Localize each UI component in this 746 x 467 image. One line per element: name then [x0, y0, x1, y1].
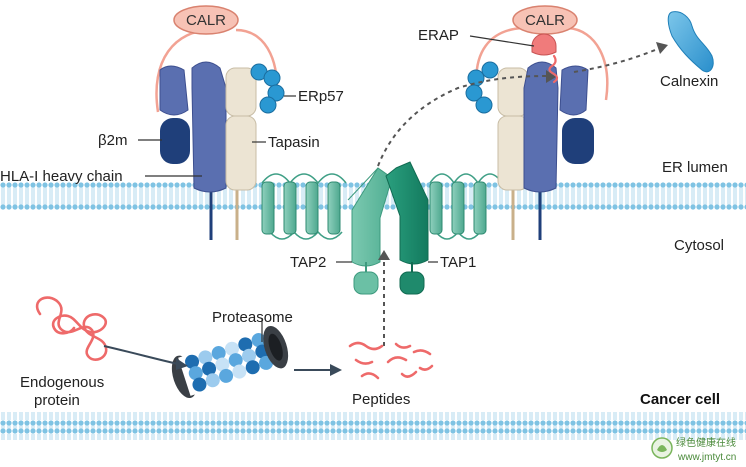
peptides-label: Peptides	[352, 391, 410, 408]
watermark: 绿色健康在线 www.jmtyt.cn	[651, 436, 736, 463]
calr-left	[173, 5, 239, 35]
proteasome	[171, 325, 289, 399]
tap-transporter	[336, 161, 438, 295]
erp57-right	[465, 61, 499, 114]
b2m-label: β2m	[98, 132, 127, 149]
tap1	[385, 161, 429, 265]
hla-heavy-chain-right	[523, 61, 559, 193]
peptides	[348, 341, 434, 380]
left-loading-complex: CALR	[138, 5, 296, 240]
endogenous-protein	[35, 296, 108, 361]
calnexin-label: Calnexin	[660, 73, 718, 90]
b2m-right	[562, 118, 594, 164]
peptide-in-groove	[548, 54, 559, 84]
erap-label: ERAP	[418, 27, 459, 44]
tap2-nbd	[353, 271, 379, 295]
peptide-transport-arrows	[377, 42, 668, 346]
endogenous-protein-label-line1: Endogenous	[20, 374, 104, 391]
cancer-cell-label: Cancer cell	[640, 391, 720, 408]
endogenous-protein-label-line2: protein	[34, 392, 80, 409]
tap2-label: TAP2	[290, 254, 326, 271]
erap	[531, 33, 559, 84]
cytosol-label: Cytosol	[674, 237, 724, 254]
hla-heavy-chain-left	[191, 61, 227, 193]
right-loading-complex: CALR	[465, 5, 609, 240]
tap2	[351, 167, 393, 267]
tapasin-left-bottom	[225, 115, 257, 191]
er-lumen-label: ER lumen	[662, 159, 728, 176]
erp57-left	[250, 63, 285, 114]
calr-left-label: CALR	[186, 12, 226, 29]
b2m-left	[160, 118, 190, 164]
tapasin-label: Tapasin	[268, 134, 320, 151]
tap1-tm-bundle	[429, 173, 503, 240]
hla-alpha-lobe-right	[559, 65, 589, 116]
proteasome-label: Proteasome	[212, 309, 293, 326]
watermark-line1: 绿色健康在线	[676, 436, 736, 449]
erp57-label: ERp57	[298, 88, 344, 105]
tap1-label: TAP1	[440, 254, 476, 271]
cell-membrane	[0, 412, 746, 440]
hla-heavy-chain-label: HLA-I heavy chain	[0, 168, 123, 185]
tap2-tm-bundle	[261, 173, 347, 240]
watermark-line2: www.jmtyt.cn	[677, 452, 736, 463]
tap1-nbd	[399, 271, 425, 295]
degradation-arrows	[103, 345, 342, 376]
hla-alpha-lobe-left	[159, 65, 189, 116]
calr-right-label: CALR	[525, 12, 565, 29]
calnexin	[667, 11, 714, 73]
